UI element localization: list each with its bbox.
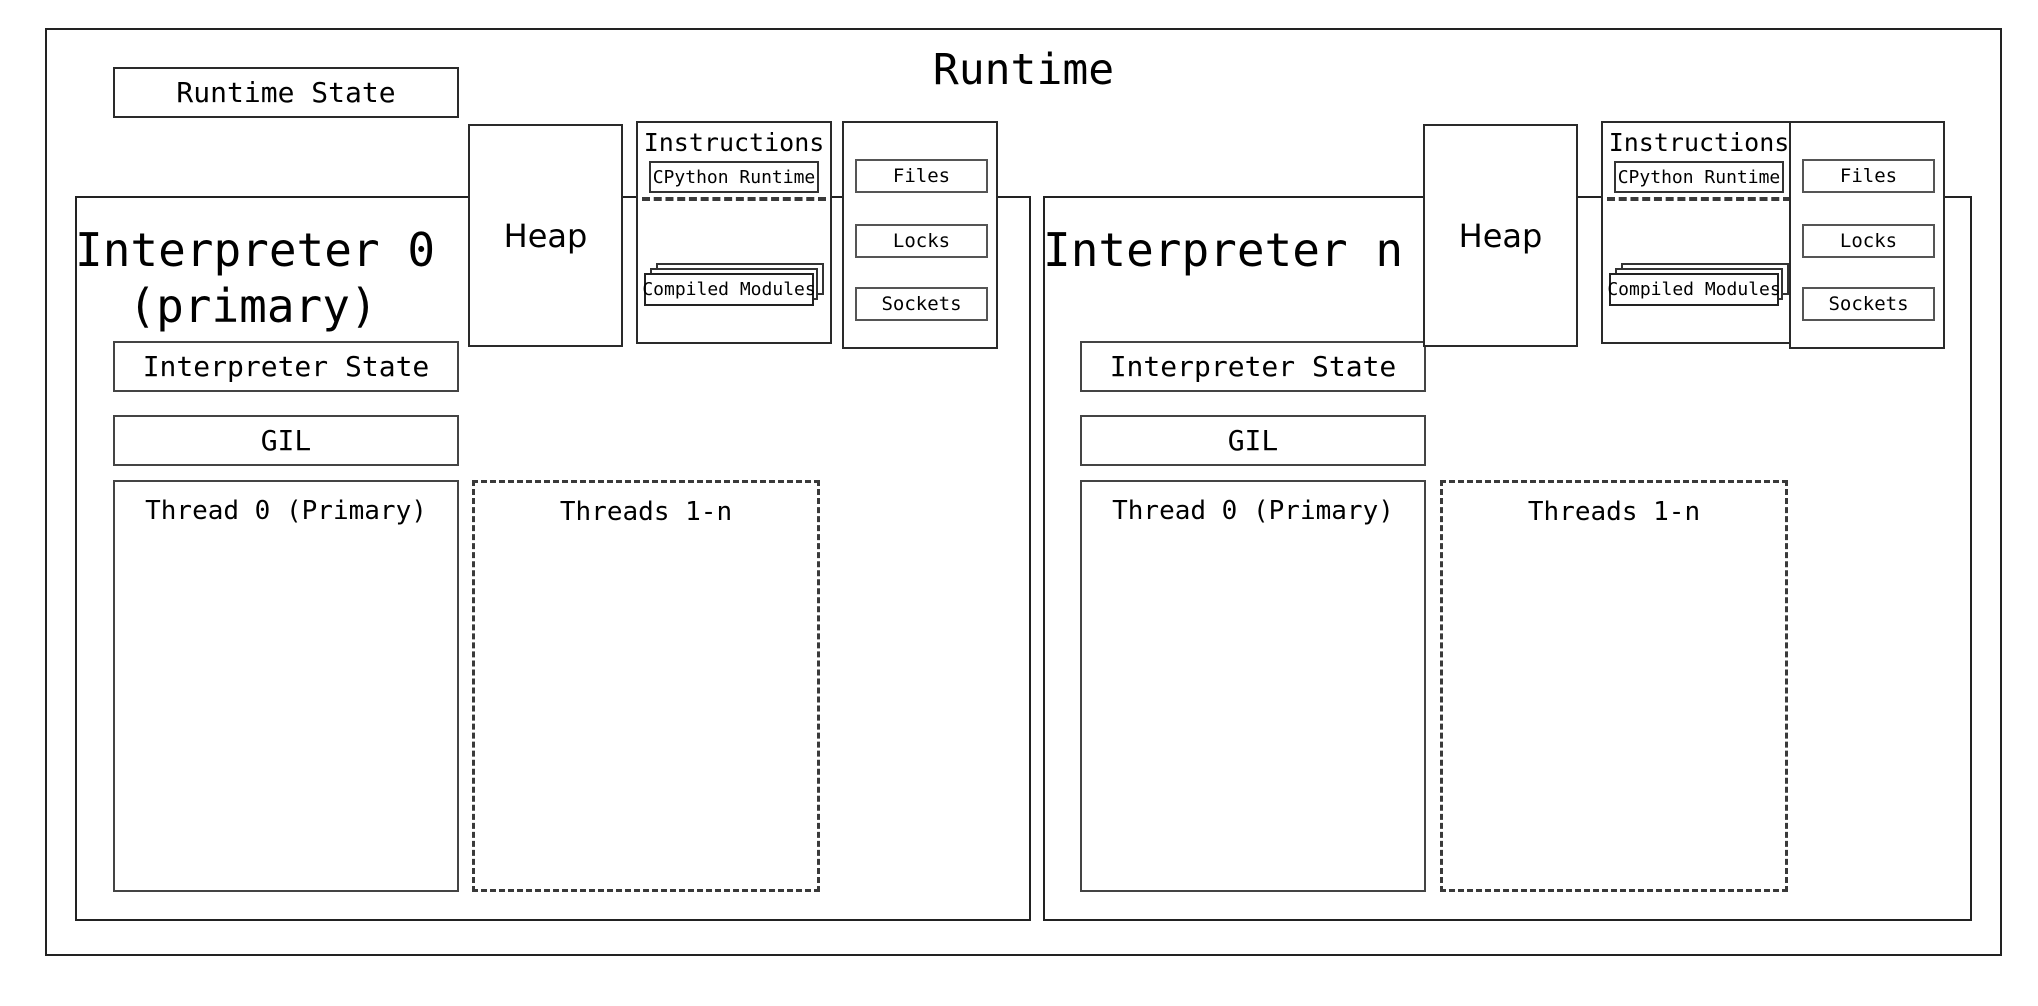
runtime-title: Runtime: [932, 45, 1115, 95]
interpreter-n-state-box: Interpreter State: [1080, 341, 1426, 392]
interpreter-n-compiled-modules-stack: Compiled Modules: [1607, 263, 1789, 311]
interpreter-n-gil-box: GIL: [1080, 415, 1426, 466]
interpreter-0-resource-files: Files: [855, 159, 988, 193]
interpreter-n-heap-box: Heap: [1423, 124, 1578, 347]
interpreter-0-instructions-divider: [642, 197, 826, 201]
interpreter-n-instructions-box: Instructions CPython Runtime Compiled Mo…: [1601, 121, 1797, 344]
interpreter-0-state-label: Interpreter State: [142, 350, 430, 383]
interpreter-n-compiled-modules-label: Compiled Modules: [1607, 279, 1781, 300]
interpreter-n-title: Interpreter n: [1043, 223, 1404, 277]
interpreter-0-cpython-runtime-box: CPython Runtime: [649, 161, 819, 193]
interpreter-n-gil-label: GIL: [1227, 424, 1279, 457]
interpreter-n-thread-primary-box: Thread 0 (Primary): [1080, 480, 1426, 892]
interpreter-0-resources-box: Files Locks Sockets: [842, 121, 998, 349]
interpreter-n-state-label: Interpreter State: [1109, 350, 1397, 383]
interpreter-0-threads-rest-box: Threads 1-n: [472, 480, 820, 892]
interpreter-0-resource-sockets: Sockets: [855, 287, 988, 321]
interpreter-0-cpython-runtime-label: CPython Runtime: [652, 166, 816, 188]
interpreter-0-threads-rest-label: Threads 1-n: [559, 497, 733, 527]
interpreter-0-instructions-box: Instructions CPython Runtime Compiled Mo…: [636, 121, 832, 344]
interpreter-0-gil-label: GIL: [260, 424, 312, 457]
interpreter-n-cpython-runtime-label: CPython Runtime: [1617, 166, 1781, 188]
interpreter-0-resource-locks: Locks: [855, 224, 988, 258]
interpreter-n-resource-locks: Locks: [1802, 224, 1935, 258]
interpreter-n-cpython-runtime-box: CPython Runtime: [1614, 161, 1784, 193]
interpreter-0-instructions-title: Instructions: [643, 128, 825, 157]
interpreter-n-resource-files: Files: [1802, 159, 1935, 193]
interpreter-n-resources-box: Files Locks Sockets: [1789, 121, 1945, 349]
interpreter-n-threads-rest-label: Threads 1-n: [1527, 497, 1701, 527]
interpreter-n-instructions-divider: [1607, 197, 1791, 201]
interpreter-0-state-box: Interpreter State: [113, 341, 459, 392]
interpreter-n-instructions-title: Instructions: [1608, 128, 1790, 157]
interpreter-0-thread-primary-label: Thread 0 (Primary): [145, 496, 427, 526]
interpreter-0-compiled-modules-stack: Compiled Modules: [642, 263, 824, 311]
interpreter-0-title: Interpreter 0 (primary): [75, 223, 436, 333]
interpreter-0-resource-locks-label: Locks: [892, 230, 951, 252]
interpreter-n-thread-primary-label: Thread 0 (Primary): [1112, 496, 1394, 526]
interpreter-n-resource-locks-label: Locks: [1839, 230, 1898, 252]
interpreter-n-resource-files-label: Files: [1839, 165, 1898, 187]
interpreter-0-heap-label: Heap: [503, 216, 588, 255]
interpreter-n-heap-label: Heap: [1458, 216, 1543, 255]
interpreter-n-resource-sockets: Sockets: [1802, 287, 1935, 321]
runtime-state-box: Runtime State: [113, 67, 459, 118]
interpreter-0-gil-box: GIL: [113, 415, 459, 466]
interpreter-0-resource-sockets-label: Sockets: [881, 293, 962, 315]
interpreter-0-resource-files-label: Files: [892, 165, 951, 187]
runtime-state-label: Runtime State: [176, 76, 396, 109]
interpreter-0-compiled-modules-label: Compiled Modules: [642, 279, 816, 300]
interpreter-0-thread-primary-box: Thread 0 (Primary): [113, 480, 459, 892]
interpreter-0-heap-box: Heap: [468, 124, 623, 347]
interpreter-0-compiled-modules-box: Compiled Modules: [642, 273, 816, 306]
interpreter-n-compiled-modules-box: Compiled Modules: [1607, 273, 1781, 306]
interpreter-n-threads-rest-box: Threads 1-n: [1440, 480, 1788, 892]
interpreter-n-resource-sockets-label: Sockets: [1828, 293, 1909, 315]
